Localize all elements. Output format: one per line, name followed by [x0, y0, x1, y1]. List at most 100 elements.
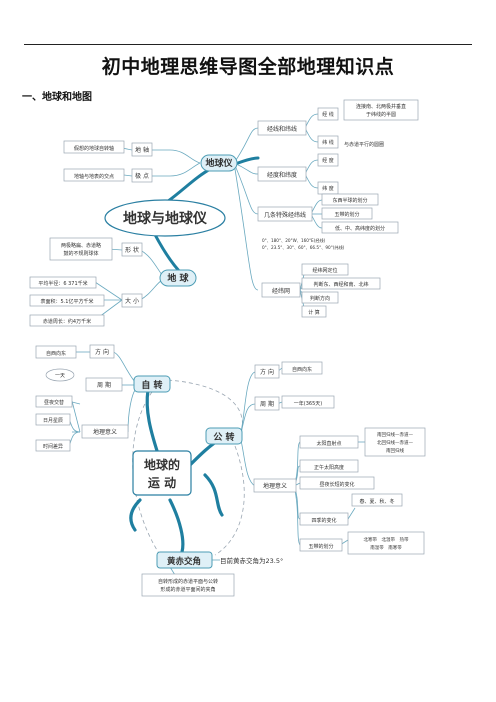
obliquity-def-line2: 形成的赤道平面间的夹角 [160, 586, 215, 593]
axis-note-box [63, 140, 125, 154]
revolution-period-label: 周 期 [260, 400, 274, 408]
rotation-period-note: 一天 [55, 373, 65, 379]
revolution-significance-box [253, 478, 297, 493]
map1-center-label: 地球与地球仪 [123, 210, 208, 227]
axis-note: 假想的地球自转轴 [74, 145, 114, 152]
obliquity-hub [156, 551, 213, 569]
grid-item1: 经纬网定位 [312, 267, 337, 274]
meridian-note-box [343, 99, 419, 121]
map2-center-node [132, 450, 192, 496]
shape-label: 形 状 [125, 246, 139, 254]
obliquity-note: 目前黄赤交角为23.5° [220, 556, 283, 565]
longitude-box [317, 153, 339, 167]
noon-box [299, 459, 359, 473]
poles-note: 地轴与地表的交点 [74, 173, 114, 180]
subsolar-note-box [364, 427, 426, 457]
hemi-label: 东西半球的划分 [332, 197, 367, 204]
size-box [121, 293, 143, 308]
axis-label: 地 轴 [135, 146, 149, 154]
zones-note-line1: 北寒带 北温带 热带 [364, 536, 409, 543]
poles-label: 极 点 [135, 172, 149, 180]
grid-item2: 判断东、西经和南、北纬 [313, 281, 368, 288]
grid-box [261, 282, 301, 298]
subsolar-note-line2: 北回归线—赤道— [377, 439, 413, 446]
latlon-label: 经线和纬线 [267, 125, 297, 133]
noon-label: 正午太阳高度 [314, 464, 344, 471]
obliquity-label: 黄赤交角 [167, 556, 201, 567]
equator-note: 赤道周长：约4万千米 [43, 318, 91, 325]
radius-note: 平均半径：6 371千米 [38, 280, 87, 287]
zones-label: 五带的划分 [308, 543, 333, 550]
revolution-period-note: 一年(365天) [294, 400, 322, 407]
rotation-sig-note3-box [35, 439, 71, 452]
rotation-significance-label: 地理意义 [93, 428, 117, 436]
grid-item3: 判断方向 [310, 295, 330, 302]
poles-box [131, 168, 153, 183]
grid-item2-box [301, 277, 381, 290]
rotation-sig-note2-box [35, 413, 71, 426]
meridian-note-line1: 连接南、北两极并垂直 [356, 103, 406, 110]
meridian-label: 经 线 [322, 111, 334, 118]
parallel-box [317, 135, 339, 149]
radius-box [29, 276, 97, 289]
grid-item3-box [301, 291, 339, 304]
special-degrees-line2: 0°、23.5°、30°、60°、66.5°、90°(纬线) [262, 244, 345, 251]
revolution-period-note-box [281, 395, 335, 409]
shape-note-line1: 两极略扁、赤道略 [61, 242, 101, 249]
map2-center-line1: 地球的 [144, 457, 180, 472]
rotation-direction-note-box [35, 345, 77, 359]
revolution-direction-label: 方 向 [260, 368, 274, 376]
rotation-sig-note1: 昼夜交替 [44, 399, 64, 406]
low-mid-high-label: 低、中、高纬度的划分 [335, 225, 385, 232]
subsolar-note-line3: 南回归线 [386, 447, 404, 454]
revolution-direction-box [254, 364, 280, 379]
revolution-significance-label: 地理意义 [263, 482, 287, 490]
grid-item4-box [301, 305, 327, 318]
daylen-label: 昼夜长短的变化 [319, 481, 354, 488]
globe-hub-label: 地球仪 [205, 157, 233, 169]
latitude-label: 纬 度 [322, 185, 334, 192]
equator-box [29, 314, 105, 327]
section-heading: 一、地球和地图 [22, 92, 92, 103]
map2-center-line2: 运 动 [148, 476, 176, 490]
five-zones-box [321, 207, 373, 220]
poles-note-box [63, 168, 125, 182]
special-lines-label: 几条特殊经纬线 [264, 211, 306, 219]
mind-map-earth-and-globe: 地球与地球仪 地球仪 地 球 地 轴 假想的地球自转轴 极 点 地轴与地表的交点… [29, 99, 419, 327]
rotation-sig-note1-box [35, 395, 73, 408]
rotation-sig-note2: 日月星辰 [43, 418, 63, 424]
parallel-note: 与赤道平行的圆圈 [344, 141, 384, 148]
five-zones-label: 五带的划分 [334, 211, 359, 218]
grid-item4: 计 算 [308, 309, 320, 316]
rotation-label: 自 转 [141, 379, 162, 391]
rotation-period-note-bubble [45, 368, 75, 382]
subsolar-note-line1: 南回归线—赤道— [377, 431, 413, 438]
special-lines-box [257, 206, 313, 222]
obliquity-def-line1: 自转形成的赤道平面与公转 [158, 578, 218, 585]
size-label: 大 小 [125, 297, 139, 305]
grid-label: 经纬网 [272, 287, 290, 295]
meridian-box [317, 107, 339, 121]
page-title: 初中地理思维导图全部地理知识点 [101, 56, 395, 78]
rotation-direction-note: 自西向东 [46, 350, 66, 357]
top-rule [24, 44, 472, 45]
low-mid-high-box [321, 221, 399, 234]
daylen-box [299, 476, 375, 490]
revolution-label: 公 转 [213, 431, 234, 443]
degrees-box [257, 166, 307, 182]
special-degrees-line1: 0°、180°、20°W、160°E(经线) [262, 237, 326, 243]
rotation-direction-label: 方 向 [95, 348, 109, 356]
mind-map-earth-motion: 地球的 运 动 自 转 方 向 自西向东 周 期 一天 地理意义 昼夜交替 日月… [35, 344, 426, 597]
hemi-box [321, 193, 379, 206]
revolution-direction-note-box [281, 361, 323, 375]
zones-note-box [347, 531, 425, 555]
longitude-label: 经 度 [322, 157, 334, 164]
shape-note-line2: 鼓的不规则球体 [63, 250, 98, 257]
seasons-note-box [351, 493, 403, 507]
degrees-label: 经度和纬度 [267, 171, 297, 179]
latlon-box [257, 120, 307, 136]
rotation-significance-box [81, 424, 129, 439]
zones-note-line2: 南温带 南寒带 [370, 544, 402, 551]
revolution-direction-note: 自西向东 [292, 366, 312, 373]
